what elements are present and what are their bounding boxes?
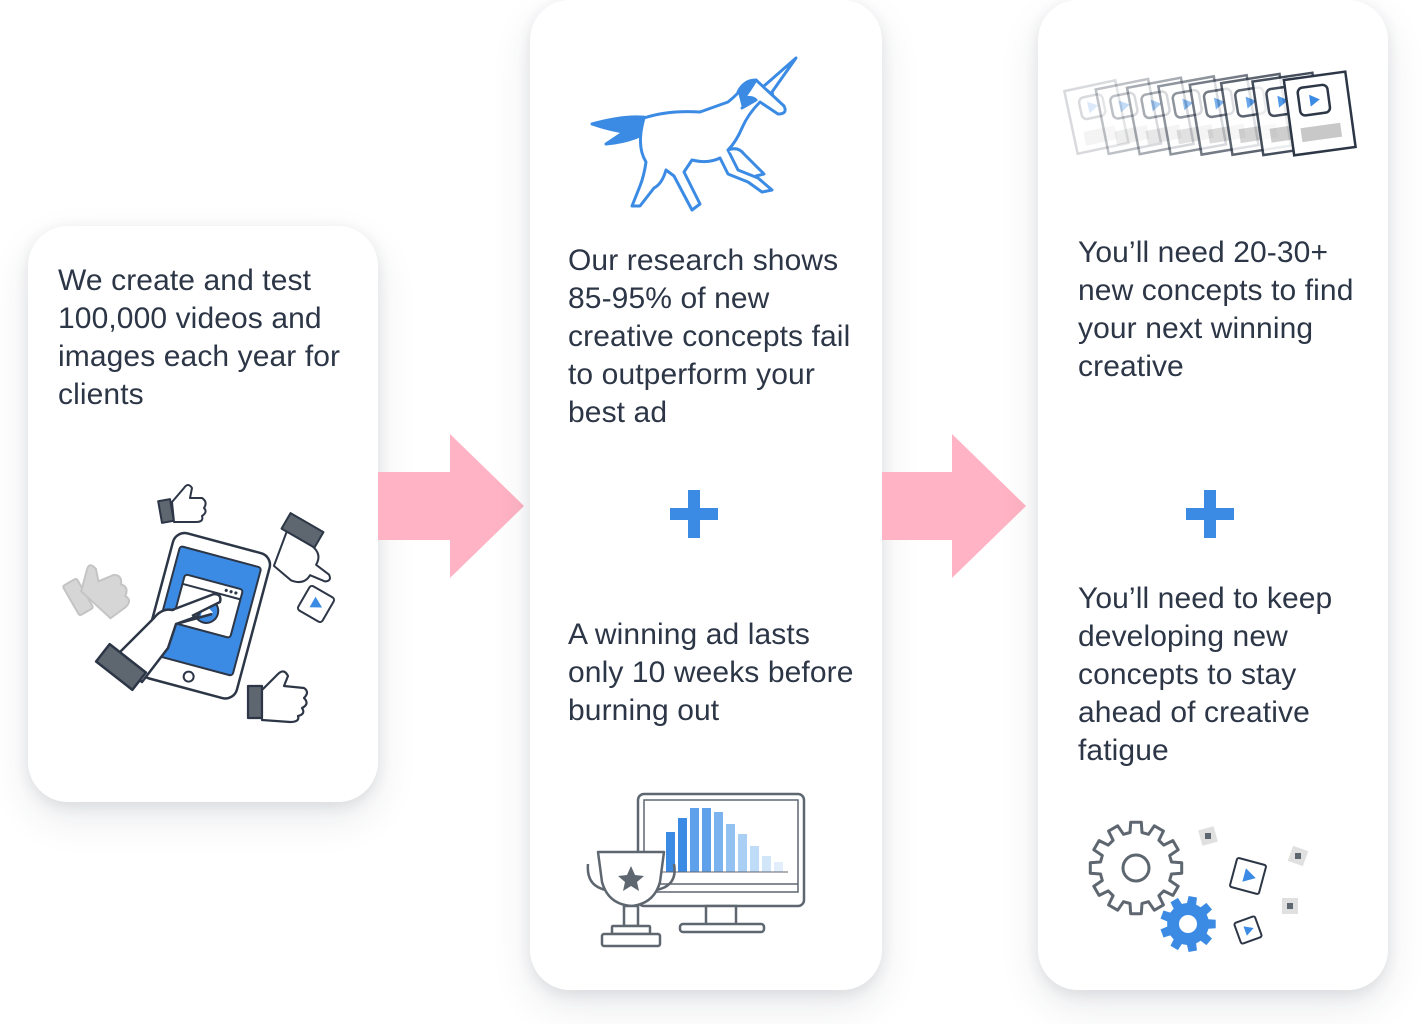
tablet-video-icon [62, 484, 336, 724]
gears-icon [1088, 820, 1309, 952]
step-2-text-bottom: A winning ad lasts only 10 weeks before … [568, 618, 854, 727]
square-bit-icon [1198, 826, 1309, 914]
step-card-2: Our research shows 85-95% of new creativ… [530, 0, 882, 990]
arrow-right-1 [378, 434, 524, 578]
play-tile-icon-3 [1233, 915, 1263, 945]
video-card-icon [1062, 78, 1130, 156]
step-card-1: We create and test 100,000 videos and im… [28, 226, 378, 802]
unicorn-icon [590, 56, 798, 212]
plus-icon-2 [1186, 490, 1234, 538]
step-3-text-top: You’ll need 20-30+ new concepts to find … [1078, 236, 1354, 383]
stacked-video-cards-icon [1062, 70, 1357, 157]
monitor-chart-icon [586, 792, 806, 948]
arrow-right-2 [882, 434, 1026, 578]
video-card-icon [1094, 77, 1163, 156]
thumbs-up-icon-2 [246, 670, 309, 724]
step-2-text-top: Our research shows 85-95% of new creativ… [568, 244, 851, 429]
step-card-3: You’ll need 20-30+ new concepts to find … [1038, 0, 1388, 990]
thumbs-up-grey-icon [62, 564, 130, 620]
plus-icon [670, 490, 718, 538]
thumbs-up-icon [157, 484, 207, 524]
play-tile-icon [296, 584, 336, 624]
pointing-hand-icon [272, 512, 331, 584]
play-tile-icon-2 [1229, 857, 1267, 895]
video-card-icon [1282, 70, 1357, 157]
trophy-icon [586, 850, 676, 948]
hand-icon [94, 592, 222, 692]
step-1-text: We create and test 100,000 videos and im… [58, 264, 341, 411]
step-3-text-bottom: You’ll need to keep developing new conce… [1078, 582, 1333, 767]
